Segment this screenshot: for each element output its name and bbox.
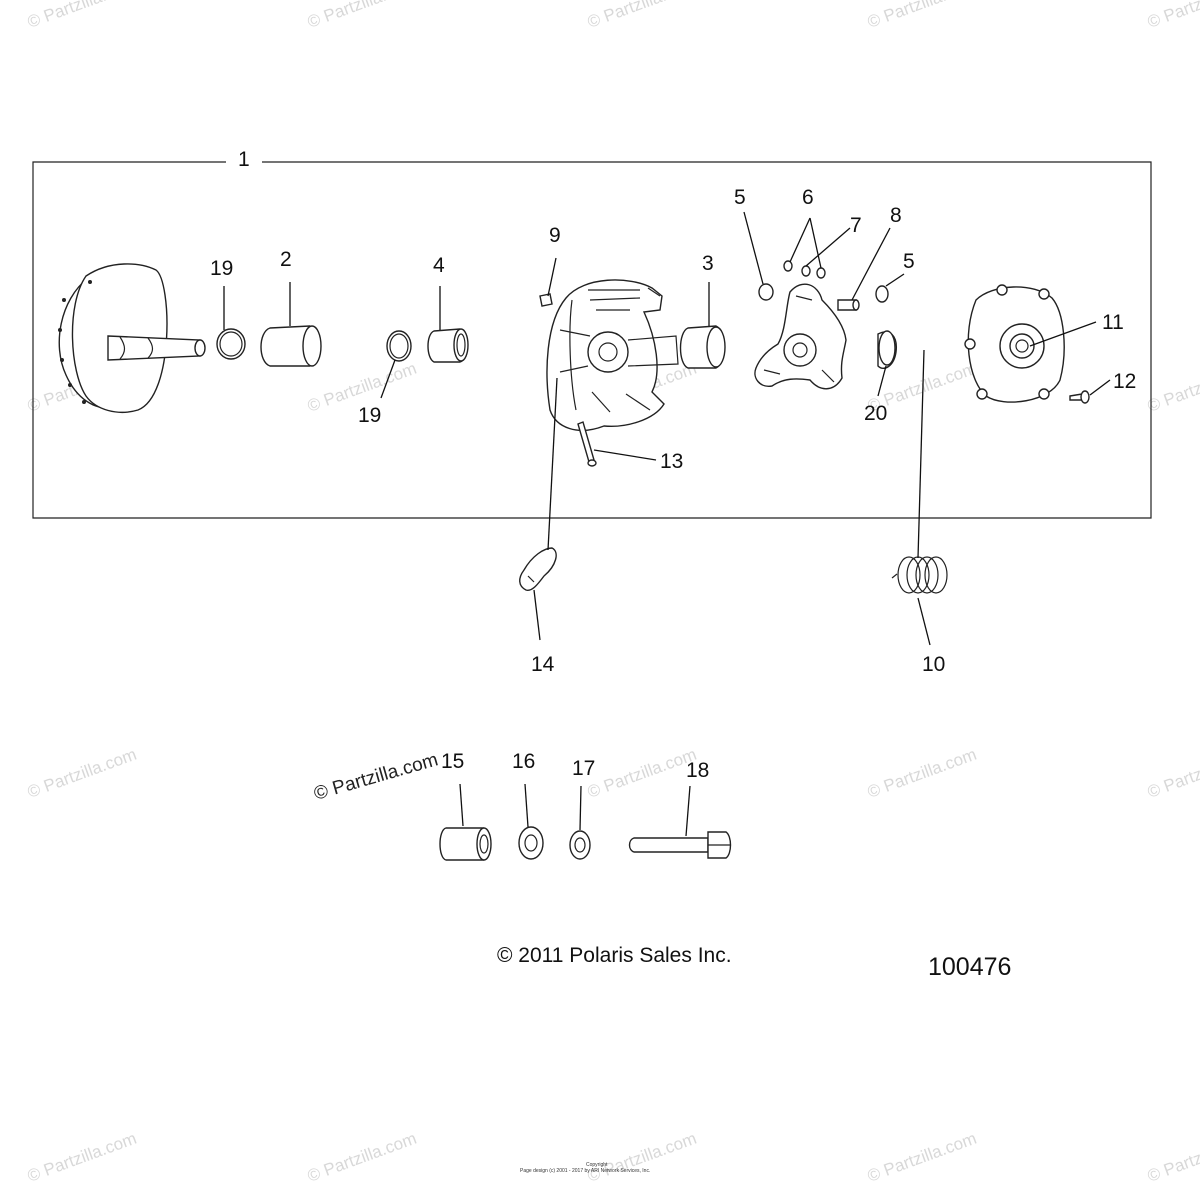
footer-line-1: Copyright <box>586 1162 608 1168</box>
leader-lines <box>223 211 1111 837</box>
footer-line-2: Page design (c) 2001 - 2017 by ARI Netwo… <box>520 1168 650 1174</box>
watermark: © Partzilla.com <box>305 0 419 32</box>
callout-16: 16 <box>512 750 535 773</box>
watermark: © Partzilla.com <box>585 1129 699 1186</box>
watermark: © Partzilla.com <box>865 1129 979 1186</box>
reference-number: 100476 <box>928 953 1011 981</box>
bushing-part <box>427 328 469 363</box>
assembly-box: 1 <box>32 148 1152 519</box>
callout-9: 9 <box>549 224 561 247</box>
watermark-overlay: © Partzilla.com <box>312 749 441 804</box>
callout-5: 5 <box>903 250 915 273</box>
ring-part <box>216 328 246 360</box>
callout-13: 13 <box>660 450 683 473</box>
callout-10: 10 <box>922 653 945 676</box>
callout-19: 19 <box>358 404 381 427</box>
watermark: © Partzilla.com <box>1145 745 1200 802</box>
callout-19: 19 <box>210 257 233 280</box>
button-part <box>875 285 889 303</box>
watermark: © Partzilla.com <box>305 1129 419 1186</box>
watermark: © Partzilla.com <box>1145 0 1200 32</box>
callout-4: 4 <box>433 254 445 277</box>
button-part <box>758 283 774 301</box>
callout-14: 14 <box>531 653 555 676</box>
callout-8: 8 <box>890 204 902 227</box>
watermark: © Partzilla.com <box>25 745 139 802</box>
roller-part <box>783 260 826 279</box>
bushing-part <box>679 325 726 369</box>
spider-part <box>754 283 847 390</box>
washer-part <box>569 830 591 860</box>
watermark: © Partzilla.com <box>1145 1129 1200 1186</box>
watermark: © Partzilla.com <box>25 0 139 32</box>
copyright-text: © 2011 Polaris Sales Inc. <box>497 944 732 967</box>
spacer-ring-part <box>877 330 897 370</box>
callout-11: 11 <box>1102 311 1124 334</box>
callout-15: 15 <box>441 750 464 773</box>
callout-7: 7 <box>850 214 862 237</box>
spring-part <box>891 556 948 594</box>
ring-part <box>386 330 412 362</box>
watermarks: © Partzilla.com © Partzilla.com © Partzi… <box>25 0 1200 1186</box>
callouts: 19 2 4 19 9 3 5 6 7 8 5 11 12 20 13 14 1… <box>210 186 1136 782</box>
bushing-part <box>260 325 322 367</box>
watermark: © Partzilla.com <box>585 0 699 32</box>
callout-18: 18 <box>686 759 709 782</box>
callout-12: 12 <box>1113 370 1136 393</box>
watermark: © Partzilla.com <box>1145 359 1200 416</box>
screw-part <box>1069 390 1090 404</box>
bolt-part <box>628 831 732 859</box>
watermark: © Partzilla.com <box>865 0 979 32</box>
callout-20: 20 <box>864 402 887 425</box>
spacer-part <box>439 827 492 861</box>
slider-block-part <box>539 293 553 307</box>
spider-housing-part <box>546 279 679 431</box>
watermark: © Partzilla.com <box>865 745 979 802</box>
shoe-part <box>519 547 557 591</box>
callout-17: 17 <box>572 757 595 780</box>
callout-1: 1 <box>238 148 250 171</box>
callout-2: 2 <box>280 248 292 271</box>
watermark: © Partzilla.com <box>25 1129 139 1186</box>
cover-part <box>964 284 1065 403</box>
pin-part <box>577 421 597 467</box>
callout-3: 3 <box>702 252 714 275</box>
watermark: © Partzilla.com <box>585 745 699 802</box>
callout-6: 6 <box>802 186 814 209</box>
moveable-sheave-part <box>58 263 206 414</box>
callout-5: 5 <box>734 186 746 209</box>
washer-part <box>518 826 544 860</box>
roller-pin-part <box>837 299 860 311</box>
